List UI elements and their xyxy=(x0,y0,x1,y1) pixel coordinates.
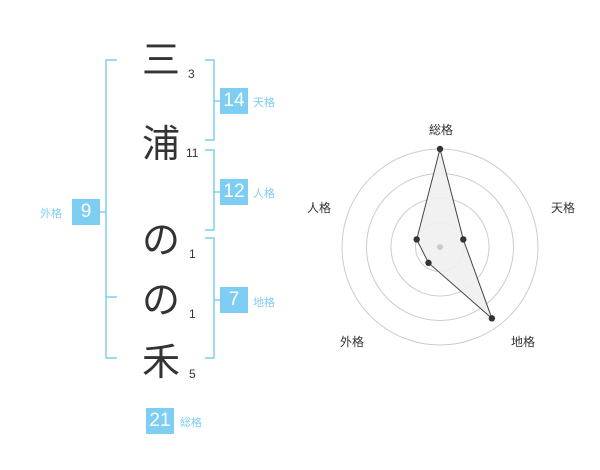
jinkaku-label: 人格 xyxy=(253,187,275,200)
radar-point-3 xyxy=(488,315,496,322)
chikaku-label: 地格 xyxy=(253,296,275,309)
tenkaku-value-box: 14 xyxy=(220,88,248,114)
radar-axis-label-soukaku: 総格 xyxy=(429,123,454,137)
tenkaku-bracket xyxy=(205,59,215,141)
chikaku-value-box: 7 xyxy=(220,287,248,313)
jinkaku-bracket xyxy=(205,149,215,231)
stroke-count-1: 3 xyxy=(188,67,195,81)
stroke-count-5: 5 xyxy=(189,367,196,381)
name-char-5: 禾 xyxy=(141,340,180,384)
radar-point-4 xyxy=(425,259,432,267)
name-char-1: 三 xyxy=(141,38,180,82)
gaikaku-bracket xyxy=(105,59,117,359)
stroke-count-2: 11 xyxy=(186,146,199,160)
tenkaku-label: 天格 xyxy=(253,96,275,109)
radar-axis-label-gaikaku: 外格 xyxy=(340,335,365,349)
radar-point-1 xyxy=(436,145,444,153)
radar-value-polygon xyxy=(416,148,493,319)
gaikaku-label: 外格 xyxy=(40,207,62,220)
soukaku-label: 総格 xyxy=(180,416,202,429)
chikaku-bracket xyxy=(205,237,215,359)
soukaku-value-box: 21 xyxy=(146,408,174,434)
radar-axis-label-tenkaku: 天格 xyxy=(551,201,576,215)
name-char-2: 浦 xyxy=(141,122,180,166)
stroke-count-4: 1 xyxy=(189,307,196,321)
radar-point-5 xyxy=(413,236,420,243)
radar-center-dot xyxy=(437,244,443,250)
gaikaku-value-box: 9 xyxy=(72,199,100,225)
jinkaku-value-box: 12 xyxy=(220,179,248,205)
name-char-4: の xyxy=(141,278,180,322)
radar-axis-label-chikaku: 地格 xyxy=(511,335,536,349)
stroke-count-3: 1 xyxy=(189,247,196,261)
radar-point-2 xyxy=(460,236,467,243)
radar-axis-label-jinkaku: 人格 xyxy=(307,201,332,215)
name-char-3: の xyxy=(141,218,180,262)
